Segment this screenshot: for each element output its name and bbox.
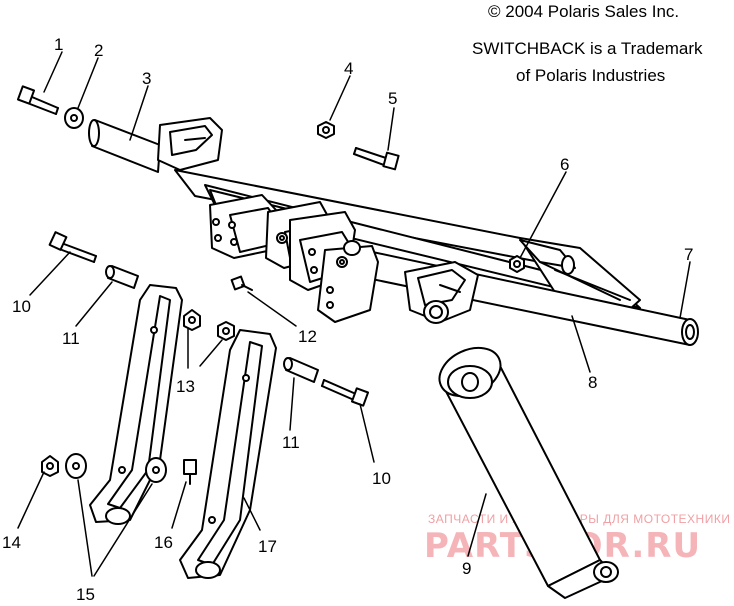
part-shock-9 (438, 346, 619, 599)
trademark-line-2: of Polaris Industries (516, 66, 666, 85)
callout-17: 17 (258, 537, 277, 556)
part-lower-bracket (404, 261, 479, 324)
callout-9: 9 (462, 559, 471, 578)
callout-11-right: 11 (282, 433, 300, 452)
callout-8: 8 (588, 373, 597, 392)
part-link-17 (179, 329, 277, 579)
part-bolt-16 (183, 459, 197, 485)
copyright-text: © 2004 Polaris Sales Inc. (488, 2, 680, 21)
callout-7: 7 (684, 245, 693, 264)
part-nut-13b (217, 321, 235, 341)
part-washer-15a (65, 453, 87, 479)
callout-6: 6 (560, 155, 569, 174)
callout-13: 13 (176, 377, 195, 396)
callout-3: 3 (142, 69, 151, 88)
part-bolt-12 (230, 275, 253, 291)
part-nut-4 (317, 121, 335, 139)
callout-2: 2 (94, 41, 103, 60)
part-plates (209, 194, 379, 323)
callout-12: 12 (298, 327, 317, 346)
part-bolt-5 (353, 147, 400, 171)
leader-lines (17, 51, 691, 577)
callout-1: 1 (54, 35, 63, 54)
part-link-left (89, 284, 183, 525)
part-bushing-11-right (283, 357, 319, 383)
part-washer-2 (64, 107, 84, 129)
part-nut-6 (509, 255, 525, 273)
part-washer-15b (145, 457, 167, 483)
callout-16: 16 (154, 533, 173, 552)
part-nut-14 (41, 455, 59, 477)
part-nut-13a (183, 309, 201, 331)
callout-14: 14 (2, 533, 21, 552)
trademark-line-1: SWITCHBACK is a Trademark (472, 39, 703, 58)
callout-10-left: 10 (12, 297, 31, 316)
part-bolt-10-right (321, 379, 370, 407)
callout-15: 15 (76, 585, 95, 604)
part-shaft-3 (88, 117, 223, 173)
callout-numbers: 1 2 3 4 5 6 7 8 9 10 11 12 13 11 10 14 1… (2, 35, 693, 604)
part-bolt-10-left (48, 231, 97, 263)
callout-5: 5 (388, 89, 397, 108)
part-bushing-11-left (105, 265, 139, 289)
callout-11-left: 11 (62, 329, 80, 348)
callout-10-right: 10 (372, 469, 391, 488)
callout-4: 4 (344, 59, 353, 78)
part-bolt-1 (16, 85, 59, 115)
